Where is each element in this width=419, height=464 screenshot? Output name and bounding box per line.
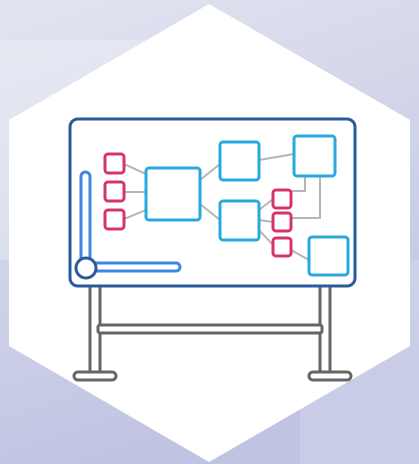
ruler-vertical (79, 170, 92, 268)
connector (291, 176, 321, 219)
board-ruler (74, 170, 182, 280)
pink-square-node-icon (103, 152, 126, 175)
board-stand (72, 280, 353, 382)
pink-square-node-icon (271, 188, 293, 210)
pink-square-node-icon (271, 211, 293, 233)
blue-square-node-icon (292, 134, 337, 178)
connector (123, 209, 147, 220)
pink-square-node-icon (103, 180, 126, 203)
pink-node-group (103, 152, 293, 258)
pink-square-node-icon (103, 208, 126, 231)
stand-foot-left (72, 370, 118, 382)
blue-square-node-icon (144, 166, 202, 222)
connector (258, 219, 274, 223)
blue-square-node-icon (307, 235, 350, 277)
stand-crossbar (96, 323, 324, 335)
pink-square-node-icon (271, 236, 293, 258)
blue-square-node-icon (218, 140, 261, 182)
connector (199, 163, 221, 181)
connector (290, 249, 310, 261)
mind-map-connectors (123, 153, 321, 261)
connector (291, 176, 306, 192)
connector (123, 163, 147, 175)
blue-node-group (144, 134, 350, 277)
connector (199, 203, 221, 221)
connector (258, 229, 274, 246)
connector (258, 153, 295, 161)
stand-foot-right (307, 370, 353, 382)
ruler-knob (74, 256, 98, 280)
blue-square-node-icon (218, 199, 261, 242)
ruler-horizontal (88, 261, 182, 273)
connector (258, 198, 274, 211)
